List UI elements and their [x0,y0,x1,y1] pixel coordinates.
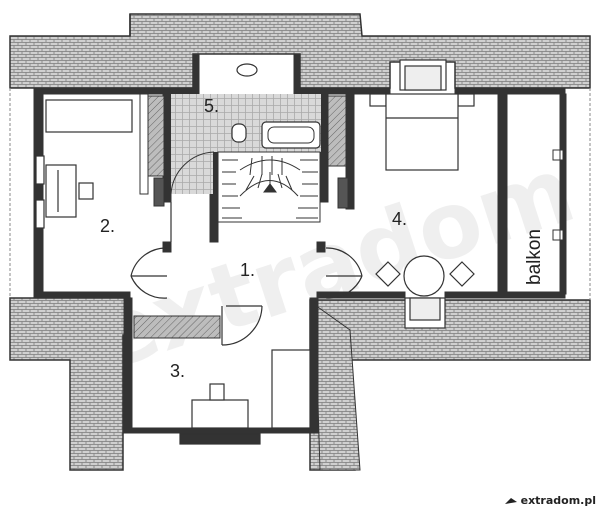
room-label-5: 5. [204,96,219,116]
room2-furniture [35,99,133,229]
balcony [506,94,564,294]
brand-logo: extradom.pl [504,494,596,507]
round-table-icon [403,255,445,297]
chair-icon [78,182,94,200]
armchair-icon [449,261,475,287]
room-label-3: 3. [170,361,185,381]
brand-text: extradom.pl [520,494,596,507]
room-label-1: 1. [240,260,255,280]
sink-icon [236,63,258,77]
desk-icon [45,164,77,218]
desk-icon [191,399,249,429]
chair-icon [209,383,225,401]
bathroom [170,63,321,195]
wardrobes [133,95,349,339]
room-label-4: 4. [392,209,407,229]
double-bed-icon [385,93,459,171]
bed-icon [45,99,133,133]
house-logo-icon [504,497,517,504]
walls [9,53,591,434]
balcony-label: balkon [524,229,545,285]
toilet-icon [231,123,247,143]
doors [130,202,363,346]
room-label-2: 2. [100,216,115,236]
staircase [217,151,321,223]
room4-furniture [369,59,475,329]
armchair-icon [375,261,401,287]
room3-furniture [179,349,311,445]
bathtub-icon [261,121,321,149]
